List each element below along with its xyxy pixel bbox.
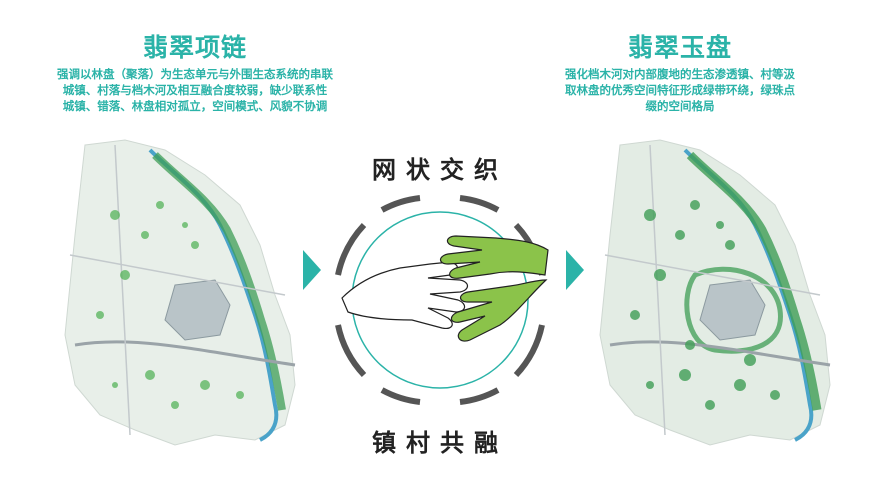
outer-ring-segment: [459, 387, 500, 405]
outer-ring-segment: [380, 387, 421, 405]
outer-ring-segment: [335, 222, 367, 276]
outer-ring-segment: [459, 195, 500, 213]
handshake-graphic: [335, 195, 549, 405]
town-zone: [164, 279, 231, 341]
forest-patches: [96, 201, 244, 409]
white-hand: [341, 261, 469, 329]
road: [114, 144, 131, 436]
left-description: 强调以林盘（聚落）为生态单元与外围生态系统的串联 城镇、村落与档木河及相互融合度…: [25, 66, 365, 114]
left-desc-line: 城镇、错落、林盘相对孤立，空间模式、风貌不协调: [62, 99, 328, 113]
left-map: [64, 139, 296, 446]
right-desc-line: 强化档木河对内部腹地的生态渗透镇、村等汲: [565, 67, 795, 81]
right-title: 翡翠玉盘: [627, 33, 732, 62]
forest-patches: [630, 200, 780, 410]
outer-ring-segment: [335, 324, 367, 378]
outer-ring-segment: [380, 195, 421, 213]
road: [604, 254, 821, 296]
green-hand: [450, 279, 548, 342]
green-hand: [439, 235, 549, 279]
town-zone: [699, 279, 766, 341]
right-map: [599, 139, 831, 446]
top-caption: 网状交织: [372, 156, 508, 184]
right-arrow-icon: [566, 250, 584, 290]
left-desc-line: 城镇、村落与档木河及相互融合度较弱，缺少联系性: [62, 83, 328, 97]
right-description: 强化档木河对内部腹地的生态渗透镇、村等汲 取林盘的优秀空间特征形成绿带环绕，绿珠…: [520, 66, 840, 114]
road: [609, 340, 831, 367]
green-belt: [152, 152, 286, 411]
left-arrow-icon: [303, 250, 321, 290]
road: [74, 340, 296, 367]
left-title: 翡翠项链: [142, 33, 247, 62]
outer-ring-segment: [513, 324, 545, 378]
center-diagram: 网状交织 镇村共融: [320, 140, 560, 460]
green-belt: [686, 151, 822, 411]
right-desc-line: 缀的空间格局: [645, 99, 715, 113]
road: [69, 254, 286, 296]
bottom-caption: 镇村共融: [372, 429, 508, 457]
right-desc-line: 取林盘的优秀空间特征形成绿带环绕，绿珠点: [565, 83, 795, 97]
green-ring: [684, 266, 783, 354]
left-desc-line: 强调以林盘（聚落）为生态单元与外围生态系统的串联: [57, 67, 333, 81]
road: [649, 144, 666, 436]
